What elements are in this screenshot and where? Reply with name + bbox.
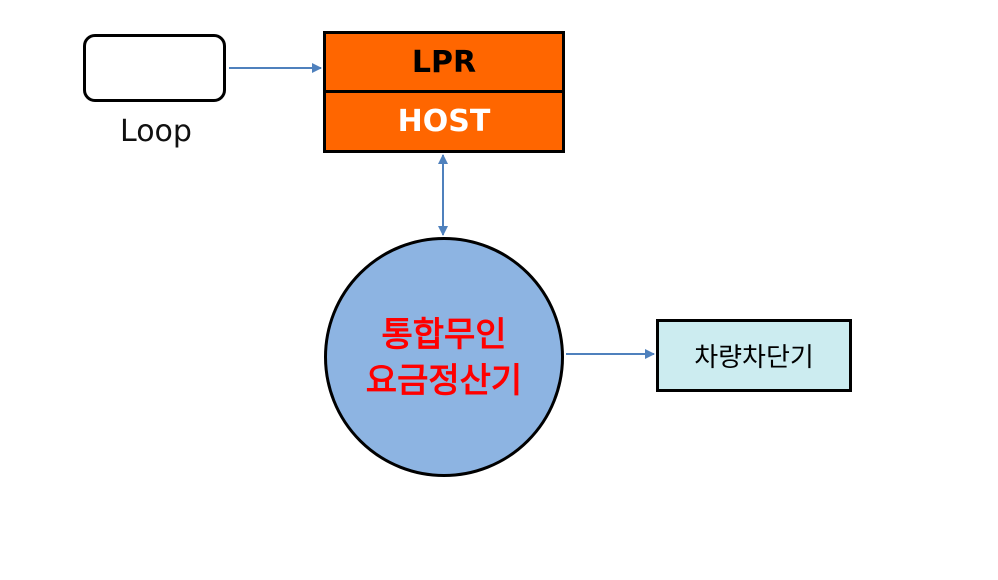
loop-node xyxy=(83,34,226,102)
payment-machine-node xyxy=(324,237,564,477)
lpr-label: LPR xyxy=(326,34,562,93)
payment-machine-label-line2: 요금정산기 xyxy=(365,361,523,401)
lpr-host-node: LPR HOST xyxy=(323,31,565,153)
barrier-label: 차량차단기 xyxy=(694,343,814,373)
host-label: HOST xyxy=(397,104,491,139)
barrier-node: 차량차단기 xyxy=(656,319,852,392)
loop-label: Loop xyxy=(120,114,192,149)
payment-machine-label-line1: 통합무인 xyxy=(381,315,507,355)
